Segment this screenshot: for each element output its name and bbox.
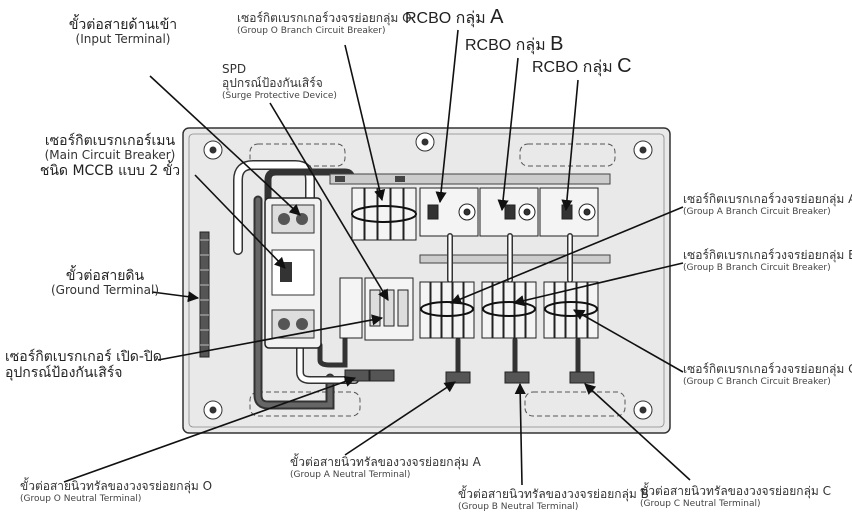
spd-breaker-label: เซอร์กิตเบรกเกอร์ เปิด-ปิด อุปกรณ์ป้องกั… [5,349,162,381]
spd-label: SPD อุปกรณ์ป้องกันเสิร์จ (Surge Protecti… [222,62,337,101]
group-c-breakers [543,281,599,339]
din-rail-lower [419,254,611,264]
group-a-neutral-th: ขั้วต่อสายนิวทรัลของวงจรย่อยกลุ่ม A [290,455,481,469]
group-o-neutral-en: (Group O Neutral Terminal) [20,493,142,504]
group-c-breaker-label: เซอร์กิตเบรกเกอร์วงจรย่อยกลุ่ม C (Group … [683,362,852,387]
main-breaker [264,197,322,349]
ground-terminal-th: ขั้วต่อสายดิน [65,268,145,284]
group-b-breaker-label: เซอร์กิตเบรกเกอร์วงจรย่อยกลุ่ม B (Group … [683,248,852,273]
rcbo-modules [419,187,599,237]
group-b-neutral-en: (Group B Neutral Terminal) [458,501,579,512]
main-breaker-en: (Main Circuit Breaker) [44,148,176,163]
main-cables [233,160,359,410]
group-o-breaker-label: เซอร์กิตเบรกเกอร์วงจรย่อยกลุ่ม O (Group … [237,11,412,36]
spd-breaker-th2: อุปกรณ์ป้องกันเสิร์จ [5,365,123,382]
ground-terminal-en: (Ground Terminal) [50,283,160,298]
input-terminal-th: ขั้วต่อสายด้านเข้า [68,17,178,33]
ground-terminal-label: ขั้วต่อสายดิน (Ground Terminal) [45,268,165,298]
group-a-breaker-en: (Group A Branch Circuit Breaker) [683,206,831,217]
spd-th: อุปกรณ์ป้องกันเสิร์จ [222,75,323,90]
mounting-holes [203,132,653,420]
group-b-neutral-th: ขั้วต่อสายนิวทรัลของวงจรย่อยกลุ่ม B [458,487,649,501]
group-o-breakers [351,187,417,241]
group-c-neutral-th: ขั้วต่อสายนิวทรัลของวงจรย่อยกลุ่ม C [640,484,832,498]
rcbo-b-text: RCBO กลุ่ม [465,37,546,54]
leader-lines [63,29,691,486]
rcbo-a-text: RCBO กลุ่ม [405,10,486,27]
rcbo-c-group: C [617,55,632,77]
group-b-breakers [481,281,537,339]
rcbo-b-group: B [550,33,564,55]
group-a-neutral-label: ขั้วต่อสายนิวทรัลของวงจรย่อยกลุ่ม A (Gro… [290,455,481,480]
group-a-breaker-th: เซอร์กิตเบรกเกอร์วงจรย่อยกลุ่ม A [683,192,852,206]
group-c-neutral-label: ขั้วต่อสายนิวทรัลของวงจรย่อยกลุ่ม C (Gro… [640,484,832,509]
input-terminal-label: ขั้วต่อสายด้านเข้า (Input Terminal) [43,17,203,47]
group-c-breaker-en: (Group C Branch Circuit Breaker) [683,376,831,387]
group-a-breaker-label: เซอร์กิตเบรกเกอร์วงจรย่อยกลุ่ม A (Group … [683,192,852,217]
group-c-neutral-en: (Group C Neutral Terminal) [640,498,761,509]
spd-device [339,277,414,341]
main-breaker-th: เซอร์กิตเบรกเกอร์เมน [44,133,176,149]
rcbo-a-label: RCBO กลุ่ม A [405,6,504,31]
group-c-breaker-th: เซอร์กิตเบรกเกอร์วงจรย่อยกลุ่ม C [683,362,852,376]
group-o-neutral-label: ขั้วต่อสายนิวทรัลของวงจรย่อยกลุ่ม O (Gro… [20,479,213,504]
group-a-neutral-en: (Group A Neutral Terminal) [290,469,411,480]
rcbo-a-group: A [490,6,504,28]
spd-code: SPD [222,62,247,76]
group-o-breaker-en: (Group O Branch Circuit Breaker) [237,25,386,36]
group-o-neutral-th: ขั้วต่อสายนิวทรัลของวงจรย่อยกลุ่ม O [20,479,213,493]
rcbo-b-label: RCBO กลุ่ม B [465,33,564,58]
group-b-neutral-label: ขั้วต่อสายนิวทรัลของวงจรย่อยกลุ่ม B (Gro… [458,487,649,512]
din-rail-top [329,173,611,185]
neutral-terminals [344,369,595,384]
rcbo-c-label: RCBO กลุ่ม C [532,55,632,80]
rcbo-c-text: RCBO กลุ่ม [532,59,613,76]
main-breaker-label: เซอร์กิตเบรกเกอร์เมน (Main Circuit Break… [20,133,200,179]
main-breaker-type: ชนิด MCCB แบบ 2 ขั้ว [39,162,181,179]
spd-breaker-th1: เซอร์กิตเบรกเกอร์ เปิด-ปิด [5,349,162,365]
group-b-breaker-th: เซอร์กิตเบรกเกอร์วงจรย่อยกลุ่ม B [683,248,852,262]
group-o-breaker-th: เซอร์กิตเบรกเกอร์วงจรย่อยกลุ่ม O [237,11,412,25]
rcbo-cables [447,233,581,375]
group-a-breakers [419,281,475,339]
ground-bar [199,231,210,358]
spd-en: (Surge Protective Device) [222,90,337,101]
input-terminal-en: (Input Terminal) [75,32,171,47]
group-b-breaker-en: (Group B Branch Circuit Breaker) [683,262,831,273]
